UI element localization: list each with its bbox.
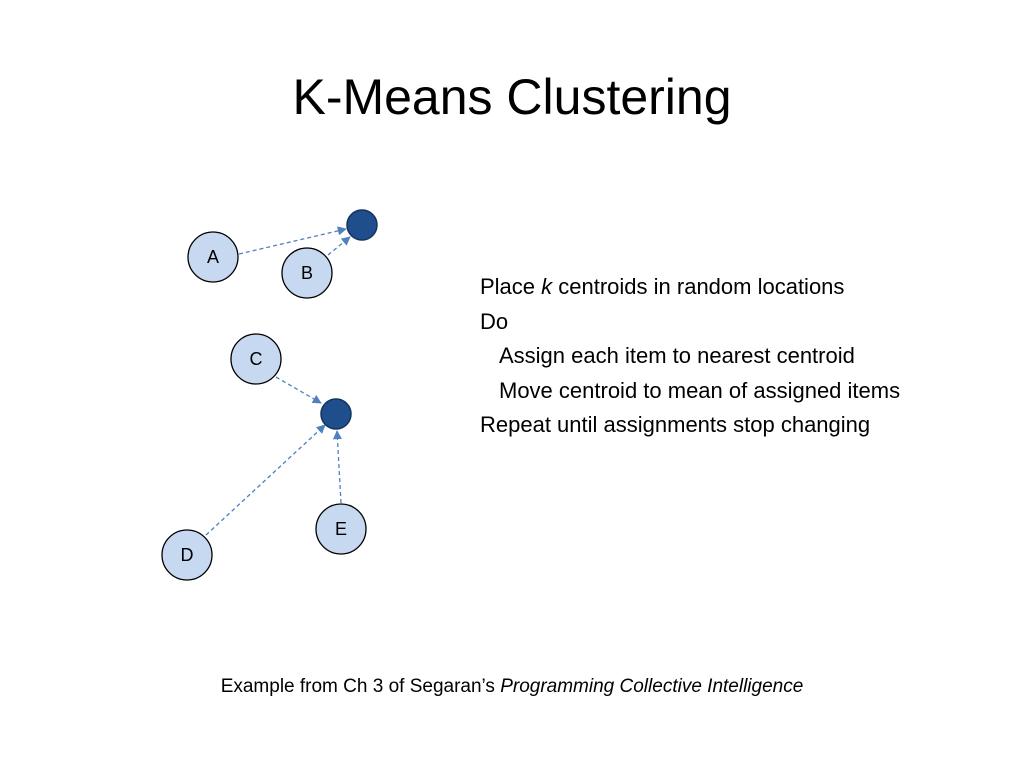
item-circle [315, 503, 367, 555]
item-circle [161, 529, 213, 581]
item-node-a: A [187, 231, 239, 283]
algorithm-step-repeat: Repeat until assignments stop changing [480, 412, 871, 437]
caption-book-title: Programming Collective Intelligence [500, 676, 804, 697]
item-node-e: E [315, 503, 367, 555]
assignment-arrows [205, 226, 351, 536]
item-label: C [250, 349, 263, 369]
algorithm-step-move: Move centroid to mean of assigned items [499, 377, 901, 403]
algorithm-step-assign: Assign each item to nearest centroid [499, 343, 855, 368]
algorithm-text: Place [480, 274, 542, 299]
source-caption: Example from Ch 3 of Segaran’s Programmi… [0, 673, 1024, 701]
item-label: D [181, 545, 194, 565]
item-label: A [207, 247, 219, 267]
item-label: E [335, 519, 347, 539]
arrow-e-to-centroid-2 [332, 430, 342, 504]
arrow-c-to-centroid-2 [275, 376, 322, 404]
algorithm-steps: Place k centroids in random locations Do… [480, 270, 900, 443]
item-node-b: B [281, 247, 333, 299]
arrow-a-to-centroid-1 [238, 226, 347, 255]
item-circle [230, 333, 282, 385]
item-circle [281, 247, 333, 299]
algorithm-text: centroids in random locations [552, 274, 845, 299]
caption-prefix: Example from Ch 3 of Segaran’s [220, 676, 501, 697]
item-node-c: C [230, 333, 282, 385]
item-circle [187, 231, 239, 283]
item-node-d: D [161, 529, 213, 581]
arrow-d-to-centroid-2 [205, 424, 326, 536]
centroid-2 [320, 398, 352, 430]
arrow-b-to-centroid-1 [327, 236, 351, 256]
algorithm-step-do: Do [480, 308, 509, 334]
algorithm-step-place: Place k centroids in random locations [480, 270, 900, 305]
algorithm-k-variable: k [541, 274, 553, 299]
slide-title: K-Means Clustering [292, 69, 732, 125]
centroid-1 [346, 209, 378, 241]
item-label: B [301, 263, 313, 283]
